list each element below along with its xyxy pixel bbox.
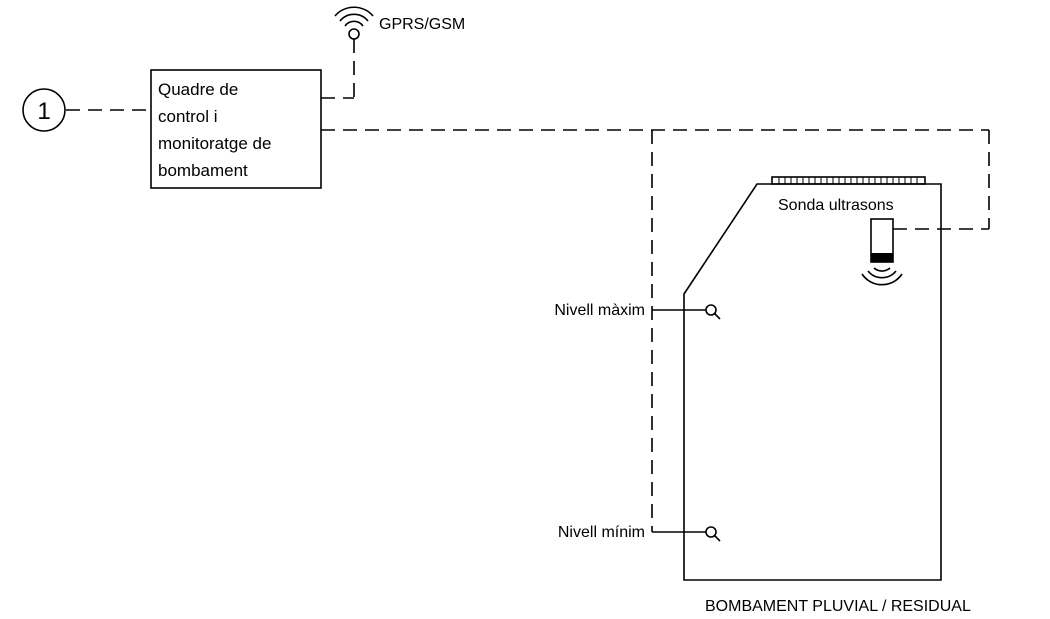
- level-max-label: Nivell màxim: [554, 302, 645, 319]
- sensor-label: Sonda ultrasons: [778, 197, 894, 214]
- antenna-icon: [334, 6, 374, 40]
- tank-label: BOMBAMENT PLUVIAL / RESIDUAL: [705, 598, 971, 615]
- reference-marker-number: 1: [37, 98, 50, 125]
- antenna-label: GPRS/GSM: [379, 16, 465, 33]
- control-panel-line-4: bombament: [158, 161, 248, 180]
- tank: [683, 183, 942, 581]
- control-panel-line-3: monitoratge de: [158, 134, 271, 153]
- control-panel: Quadre de control i monitoratge de bomba…: [150, 69, 322, 189]
- reference-marker: 1: [22, 88, 66, 132]
- ultrasonic-sensor-icon: [861, 218, 903, 286]
- tank-cover-grating: [771, 176, 926, 185]
- level-min-float-icon: [705, 526, 721, 542]
- level-min-label: Nivell mínim: [558, 524, 645, 541]
- level-max-float-icon: [705, 304, 721, 320]
- control-panel-line-1: Quadre de: [158, 80, 238, 99]
- control-panel-line-2: control i: [158, 107, 218, 126]
